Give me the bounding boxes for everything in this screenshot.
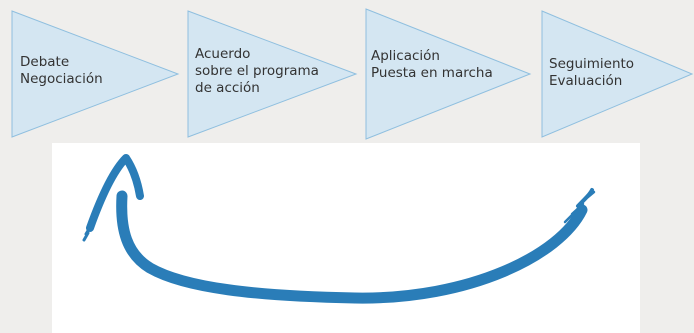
step-2-triangle	[187, 10, 358, 138]
step-3-triangle	[365, 8, 532, 140]
step-2-line-2: sobre el programa	[195, 63, 319, 79]
curved-return-arrow-icon	[82, 154, 596, 304]
arrow-brush-stroke	[116, 190, 588, 304]
step-1-label: Debate Negociación	[20, 54, 103, 87]
step-1-triangle	[11, 10, 180, 138]
step-4-line-2: Evaluación	[549, 73, 622, 89]
step-2-label: Acuerdo sobre el programa de acción	[195, 46, 323, 96]
step-1: Debate Negociación	[11, 10, 180, 138]
step-4: Seguimiento Evaluación	[541, 10, 694, 138]
arrow-brush-splatter	[563, 190, 596, 224]
step-4-triangle	[541, 10, 694, 138]
cycle-panel	[52, 143, 640, 333]
step-3-line-1: Aplicación	[371, 48, 440, 64]
step-2: Acuerdo sobre el programa de acción	[187, 10, 358, 138]
step-1-line-1: Debate	[20, 54, 69, 70]
step-1-line-2: Negociación	[20, 71, 103, 87]
arrow-head	[86, 154, 144, 232]
step-4-label: Seguimiento Evaluación	[549, 56, 638, 89]
step-2-line-1: Acuerdo	[195, 46, 250, 62]
step-3-label: Aplicación Puesta en marcha	[371, 48, 493, 81]
arrow-head-left-taper	[82, 222, 94, 242]
step-3: Aplicación Puesta en marcha	[365, 8, 532, 140]
step-2-line-3: de acción	[195, 80, 260, 96]
step-3-line-2: Puesta en marcha	[371, 65, 493, 81]
step-4-line-1: Seguimiento	[549, 56, 634, 72]
